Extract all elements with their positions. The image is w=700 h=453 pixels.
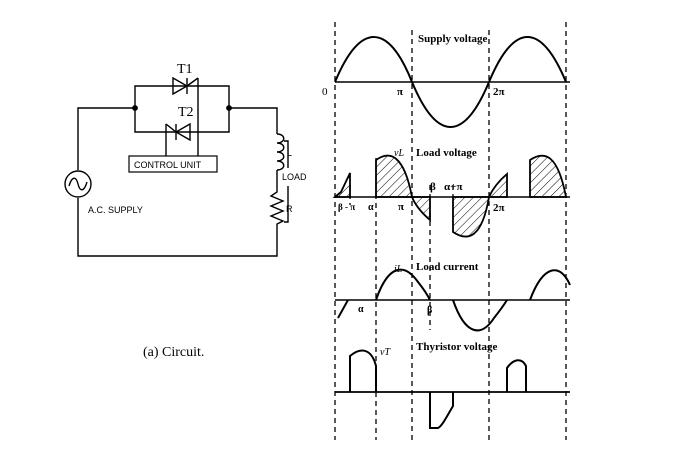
vt-symbol: vT — [380, 347, 391, 358]
junction-left — [132, 105, 138, 111]
origin-label: 0 — [322, 86, 328, 98]
waveform-panel — [332, 22, 571, 440]
load-current-title: Load current — [416, 261, 479, 273]
resistor-icon — [269, 186, 285, 226]
vl-symbol: vL — [394, 148, 404, 159]
load-2pi-label: 2π — [493, 202, 505, 214]
load-bracket — [284, 140, 289, 223]
load-voltage-negative-1 — [452, 172, 508, 238]
thyristor-t1 — [172, 76, 199, 156]
supply-voltage-title: Supply voltage — [418, 33, 487, 45]
wire-top — [77, 107, 135, 170]
supply-voltage-curve — [334, 36, 567, 128]
beta-alpha-pi-label: β α+π — [430, 181, 462, 193]
current-alpha-label: α — [358, 304, 364, 315]
load-pi-label: π — [398, 201, 404, 213]
circuit-diagram — [64, 76, 289, 257]
resistor-label: R — [286, 204, 293, 214]
t1-label: T1 — [177, 62, 193, 77]
beta-minus-pi-label: β - π — [338, 202, 355, 212]
inductor-icon — [276, 133, 285, 171]
sine-icon — [68, 177, 88, 191]
supply-2pi-label: 2π — [493, 86, 505, 98]
load-label: LOAD — [282, 172, 307, 182]
thyristor-voltage-title: Thyristor voltage — [416, 341, 497, 353]
circuit-caption: (a) Circuit. — [143, 345, 204, 360]
current-beta-label: β — [427, 305, 432, 316]
load-voltage-positive-2 — [529, 154, 568, 198]
alpha-label: α — [368, 202, 374, 213]
supply-pi-label: π — [397, 86, 403, 98]
inductor-label: L — [287, 148, 292, 158]
wire-bottom — [77, 198, 278, 257]
ac-source-icon — [64, 170, 92, 198]
dashed-guides — [334, 22, 567, 440]
junction-right — [226, 105, 232, 111]
thyristor-voltage-curve — [349, 349, 527, 429]
load-current-curve — [337, 268, 571, 332]
t2-label: T2 — [178, 105, 194, 120]
control-unit-box — [128, 155, 218, 173]
thyristor-t2 — [165, 122, 191, 156]
load-voltage-positive-1 — [375, 154, 431, 222]
il-symbol: iL — [394, 264, 403, 275]
load-voltage-title: Load voltage — [416, 147, 477, 159]
ac-supply-label: A.C. SUPPLY — [88, 205, 143, 215]
wire-top-right — [229, 107, 278, 134]
control-unit-label: CONTROL UNIT — [134, 160, 202, 170]
load-voltage-negative-tail-1 — [332, 172, 351, 198]
